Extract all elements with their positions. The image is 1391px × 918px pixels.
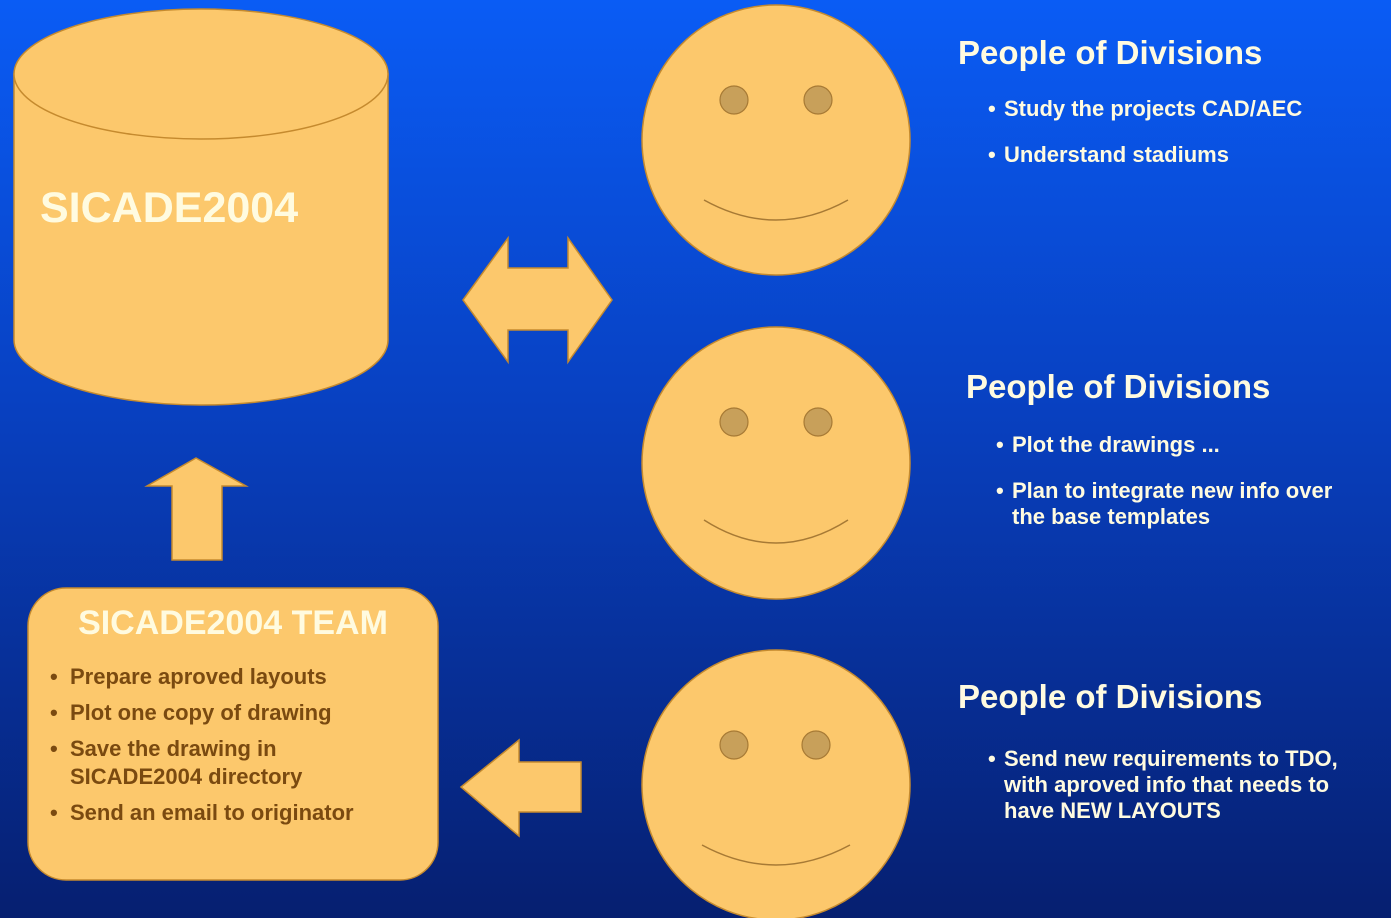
group-list: Plot the drawings ... Plan to integrate … [996, 432, 1336, 530]
list-item: Plot the drawings ... [996, 432, 1336, 458]
list-item: Prepare aproved layouts [50, 663, 438, 691]
group-title: People of Divisions [966, 368, 1271, 405]
group-title: People of Divisions [958, 34, 1263, 71]
team-task-list: Prepare aproved layouts Plot one copy of… [50, 663, 438, 827]
database-cylinder [13, 8, 389, 406]
list-item: Plan to integrate new info over the base… [996, 478, 1336, 530]
up-arrow-icon [144, 457, 249, 561]
group-1: People of Divisions Study the projects C… [958, 34, 1378, 188]
group-2: People of Divisions Plot the drawings ..… [966, 368, 1376, 550]
list-item: Plot one copy of drawing [50, 699, 438, 727]
list-item: Send new requirements to TDO, with aprov… [988, 746, 1360, 824]
double-arrow-icon [462, 235, 613, 365]
group-list: Study the projects CAD/AEC Understand st… [988, 96, 1378, 168]
smiley-face-icon [641, 4, 911, 276]
left-arrow-icon [459, 738, 582, 838]
list-item: Save the drawing in SICADE2004 directory [50, 735, 330, 791]
list-item: Send an email to originator [50, 799, 438, 827]
list-item: Study the projects CAD/AEC [988, 96, 1378, 122]
list-item: Understand stadiums [988, 142, 1378, 168]
group-list: Send new requirements to TDO, with aprov… [988, 746, 1360, 824]
smiley-face-icon [641, 649, 911, 918]
group-3: People of Divisions Send new requirement… [958, 678, 1378, 844]
team-box-content: SICADE2004 TEAM Prepare aproved layouts … [28, 588, 438, 835]
team-title: SICADE2004 TEAM [78, 604, 388, 642]
database-title: SICADE2004 [40, 184, 299, 232]
group-title: People of Divisions [958, 678, 1263, 715]
smiley-face-icon [641, 326, 911, 600]
